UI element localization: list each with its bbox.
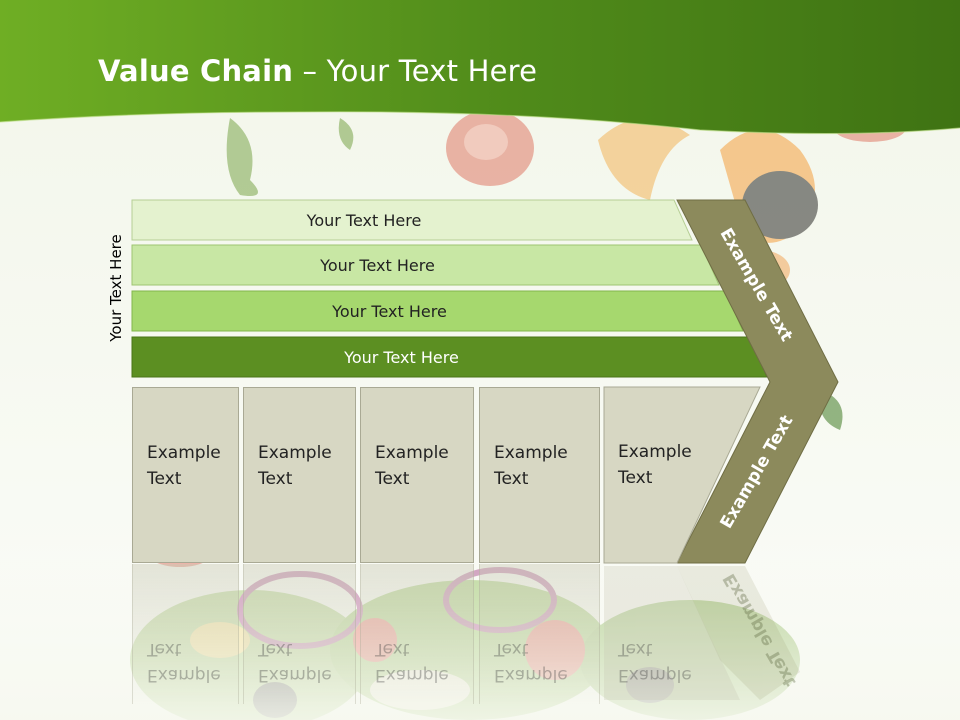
- chevron-arrow-reflection: [677, 566, 800, 700]
- card-3-line2: Text: [375, 469, 410, 489]
- card-3-reflection-line2: Text: [375, 639, 410, 659]
- card-1-reflection: Example Text: [132, 564, 239, 704]
- title-bold: Value Chain: [98, 54, 294, 88]
- value-bar-4-label: Your Text Here: [344, 347, 459, 367]
- card-5-line2: Text: [618, 468, 653, 488]
- value-bar-3: Your Text Here: [132, 291, 743, 331]
- card-3-line1: Example: [375, 443, 449, 463]
- card-2-reflection-line2: Text: [258, 639, 293, 659]
- card-2: Example Text: [243, 387, 356, 563]
- card-1-reflection-line1: Example: [147, 665, 221, 685]
- card-5-shape: [603, 386, 761, 564]
- card-2-reflection: Example Text: [243, 564, 356, 704]
- card-1-line1: Example: [147, 443, 221, 463]
- card-4: Example Text: [479, 387, 600, 563]
- value-bar-3-label: Your Text Here: [332, 301, 447, 321]
- card-5-reflection-line1: Example: [618, 665, 692, 685]
- card-3-reflection: Example Text: [360, 564, 474, 704]
- card-5-reflection: [604, 566, 740, 700]
- card-3-reflection-line1: Example: [375, 665, 449, 685]
- chevron-arrow: [676, 199, 839, 564]
- card-5-line1: Example: [618, 442, 692, 462]
- card-5: Example Text: [604, 387, 694, 563]
- title-rest: – Your Text Here: [293, 54, 538, 88]
- value-bar-2-shape: [131, 244, 720, 286]
- value-bar-3-shape: [131, 290, 744, 332]
- header-banner: [0, 0, 960, 134]
- card-1: Example Text: [132, 387, 239, 563]
- card-5-reflection-line2: Text: [618, 639, 653, 659]
- value-bar-1-shape: [131, 199, 693, 241]
- card-2-reflection-line1: Example: [258, 665, 332, 685]
- slide-title: Value Chain – Your Text Here: [98, 54, 537, 88]
- card-2-line1: Example: [258, 443, 332, 463]
- card-4-line2: Text: [494, 469, 529, 489]
- value-bar-1-label: Your Text Here: [306, 210, 422, 230]
- vertical-axis-label: Your Text Here: [107, 234, 125, 342]
- card-5-reflection-text: Example Text: [604, 564, 692, 704]
- value-bar-2-label: Your Text Here: [320, 255, 435, 275]
- card-2-line2: Text: [258, 469, 293, 489]
- value-bar-2: Your Text Here: [132, 245, 719, 285]
- card-1-reflection-line2: Text: [147, 639, 182, 659]
- value-bar-4: Your Text Here: [132, 337, 767, 377]
- value-bar-1: Your Text Here: [132, 200, 692, 240]
- card-3: Example Text: [360, 387, 474, 563]
- card-4-reflection-line1: Example: [494, 665, 568, 685]
- card-4-reflection-line2: Text: [494, 639, 529, 659]
- card-4-reflection: Example Text: [479, 564, 600, 704]
- card-1-line2: Text: [147, 469, 182, 489]
- card-4-line1: Example: [494, 443, 568, 463]
